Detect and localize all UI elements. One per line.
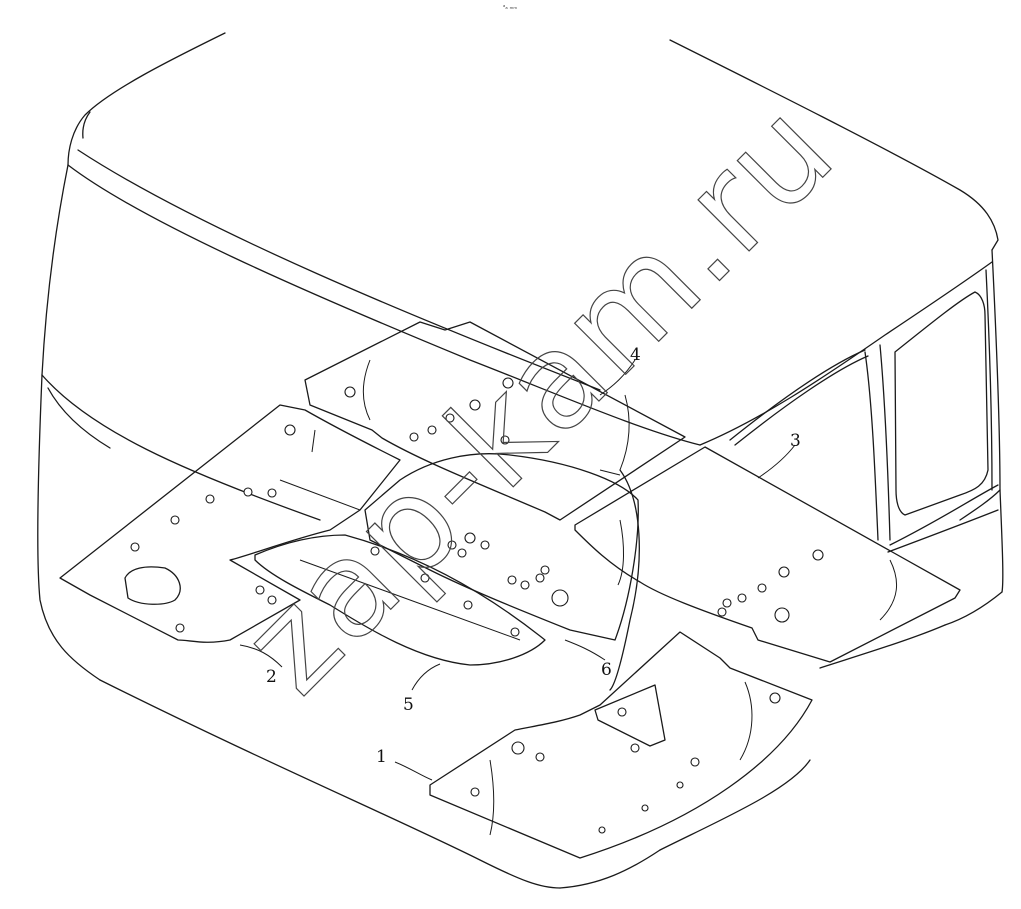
callout-6: 6 — [601, 660, 612, 680]
watermark: zap-kam.ru — [214, 73, 864, 723]
callout-2: 2 — [266, 667, 277, 687]
mat-5 — [254, 534, 546, 666]
mat-2 — [59, 404, 401, 643]
cab-body-outline — [37, 32, 1004, 889]
mat-1 — [429, 631, 813, 859]
callout-4: 4 — [630, 345, 641, 365]
callout-5: 5 — [403, 695, 414, 715]
mat-4 — [304, 321, 686, 521]
top-mark: ᵃₐ ₘₘ — [503, 4, 517, 11]
mat-3 — [574, 446, 961, 663]
callout-3: 3 — [790, 431, 801, 451]
callout-1: 1 — [376, 747, 387, 767]
mat-6 — [364, 453, 640, 691]
leader-lines — [239, 359, 796, 781]
